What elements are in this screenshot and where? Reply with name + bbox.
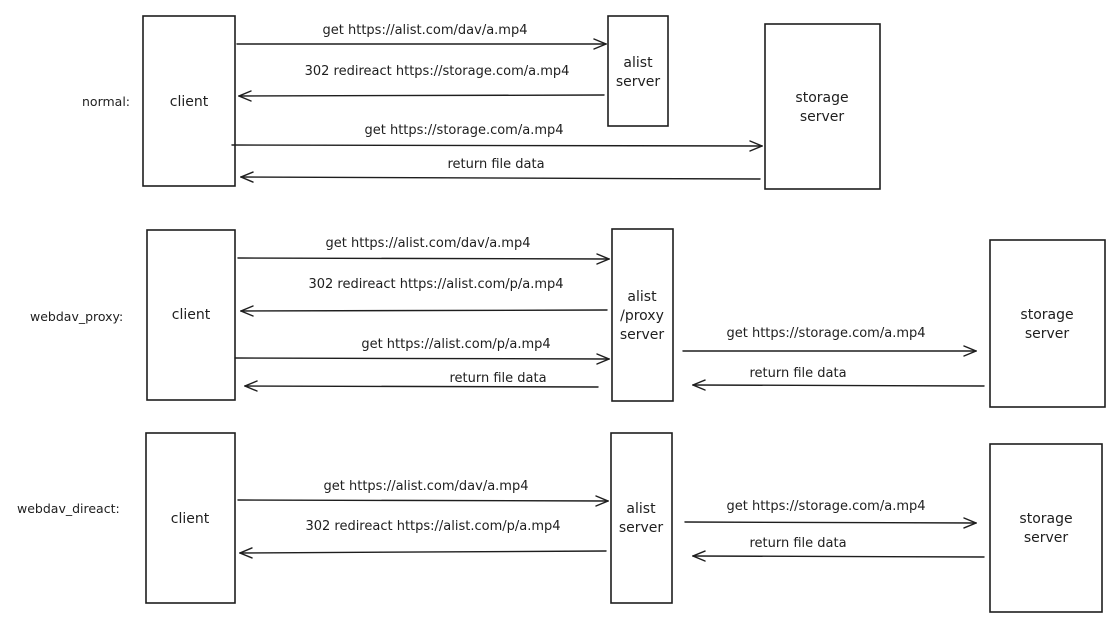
arrow-redirect-proxy <box>241 310 608 311</box>
msg-get-dav-normal: get https://alist.com/dav/a.mp4 <box>323 23 528 38</box>
arrow-return-client-proxy <box>245 386 599 387</box>
row-normal: normal: client alist server storage serv… <box>82 15 881 190</box>
arrow-request-storage-direct <box>684 522 976 523</box>
alist-server-box-normal <box>607 15 669 127</box>
arrow-request-alist-proxy <box>237 258 609 259</box>
msg-return-normal: return file data <box>447 157 544 172</box>
msg-return-client-proxy: return file data <box>449 371 546 386</box>
arrow-redirect-direct <box>240 551 607 553</box>
storage-server-box-direct <box>989 443 1103 613</box>
row-label-webdav-proxy: webdav_proxy: <box>30 309 123 324</box>
storage-server-box-normal <box>764 23 881 190</box>
msg-return-storage-proxy: return file data <box>749 366 846 381</box>
msg-get-dav-proxy: get https://alist.com/dav/a.mp4 <box>326 236 531 251</box>
msg-redirect-proxy: 302 redireact https://alist.com/p/a.mp4 <box>308 277 563 292</box>
storage-label-line2-normal: server <box>800 109 845 125</box>
alist-label-line1-proxy: alist <box>627 289 657 305</box>
alist-label-line1-direct: alist <box>626 501 656 517</box>
alist-label-line3-proxy: server <box>620 327 665 343</box>
storage-label-line1-direct: storage <box>1019 511 1072 527</box>
alist-label-line2-normal: server <box>616 74 661 90</box>
storage-label-line1-normal: storage <box>795 90 848 106</box>
msg-return-storage-direct: return file data <box>749 536 846 551</box>
msg-get-p-proxy: get https://alist.com/p/a.mp4 <box>361 337 550 352</box>
storage-label-line2-direct: server <box>1024 530 1069 546</box>
msg-get-storage-direct: get https://storage.com/a.mp4 <box>726 499 925 514</box>
alist-label-line1-normal: alist <box>623 55 653 71</box>
alist-label-line2-proxy: /proxy <box>620 308 664 324</box>
msg-redirect-direct: 302 redireact https://alist.com/p/a.mp4 <box>305 519 560 534</box>
arrow-return-storage-proxy <box>693 385 985 386</box>
storage-server-box-proxy <box>989 239 1106 408</box>
alist-proxy-server-box <box>611 228 674 402</box>
arrow-redirect-normal <box>239 95 605 96</box>
row-label-normal: normal: <box>82 94 130 109</box>
client-box-direct <box>145 432 236 604</box>
arrow-return-normal <box>241 177 761 179</box>
arrow-request-storage-normal <box>231 145 762 146</box>
msg-get-storage-normal: get https://storage.com/a.mp4 <box>364 123 563 138</box>
client-label-direct: client <box>171 511 210 527</box>
client-label-normal: client <box>170 94 209 110</box>
storage-label-line2-proxy: server <box>1025 326 1070 342</box>
row-label-webdav-direct: webdav_direact: <box>17 501 120 516</box>
storage-label-line1-proxy: storage <box>1020 307 1073 323</box>
alist-server-box-direct <box>610 432 673 604</box>
client-box-proxy <box>146 229 236 401</box>
msg-get-storage-proxy: get https://storage.com/a.mp4 <box>726 326 925 341</box>
arrow-return-storage-direct <box>693 556 985 557</box>
client-box-normal <box>142 15 236 187</box>
row-webdav-direct: webdav_direact: client alist server stor… <box>17 432 1103 613</box>
row-webdav-proxy: webdav_proxy: client alist /proxy server… <box>30 228 1106 408</box>
alist-label-line2-direct: server <box>619 520 664 536</box>
arrow-request-alist-direct <box>237 500 608 501</box>
arrow-request-p-proxy <box>234 358 609 359</box>
client-label-proxy: client <box>172 307 211 323</box>
msg-get-dav-direct: get https://alist.com/dav/a.mp4 <box>324 479 529 494</box>
msg-redirect-normal: 302 redireact https://storage.com/a.mp4 <box>305 64 570 79</box>
